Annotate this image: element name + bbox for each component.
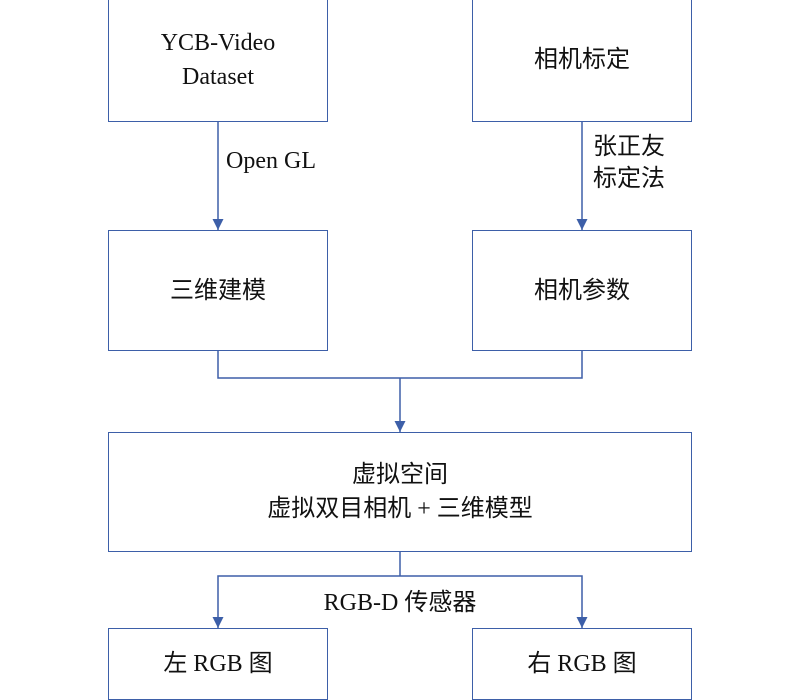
node-virtual-space-line2: 虚拟双目相机 + 三维模型	[267, 496, 533, 522]
node-modeling-label: 三维建模	[170, 277, 266, 304]
node-camera-calibration: 相机标定	[472, 0, 692, 122]
node-virtual-space: 虚拟空间 虚拟双目相机 + 三维模型	[108, 432, 692, 552]
edge-label-zhang-line1: 张正友	[593, 134, 665, 160]
edge-merge-to-virtual-space	[217, 351, 583, 379]
node-left-rgb-label: 左 RGB 图	[163, 651, 273, 677]
node-virtual-space-line1: 虚拟空间	[352, 462, 448, 488]
edge-split-right	[400, 575, 588, 628]
node-right-rgb-image: 右 RGB 图	[472, 628, 692, 700]
node-calibration-label: 相机标定	[534, 47, 630, 73]
edge-label-zhang-method: 张正友 标定法	[593, 131, 665, 195]
node-ycb-line1: YCB-Video	[160, 30, 276, 56]
node-left-rgb-image: 左 RGB 图	[108, 628, 328, 700]
node-right-rgb-label: 右 RGB 图	[527, 651, 637, 677]
node-camera-params-label: 相机参数	[534, 277, 630, 304]
edge-label-rgbd-sensor: RGB-D 传感器	[323, 590, 477, 616]
edge-label-zhang-line2: 标定法	[593, 166, 665, 192]
node-3d-modeling: 三维建模	[108, 230, 328, 351]
node-ycb-video-dataset: YCB-Video Dataset	[108, 0, 328, 122]
edge-label-opengl: Open GL	[226, 148, 316, 174]
node-camera-parameters: 相机参数	[472, 230, 692, 351]
edge-split-left	[212, 575, 400, 628]
node-ycb-line2: Dataset	[182, 64, 254, 90]
